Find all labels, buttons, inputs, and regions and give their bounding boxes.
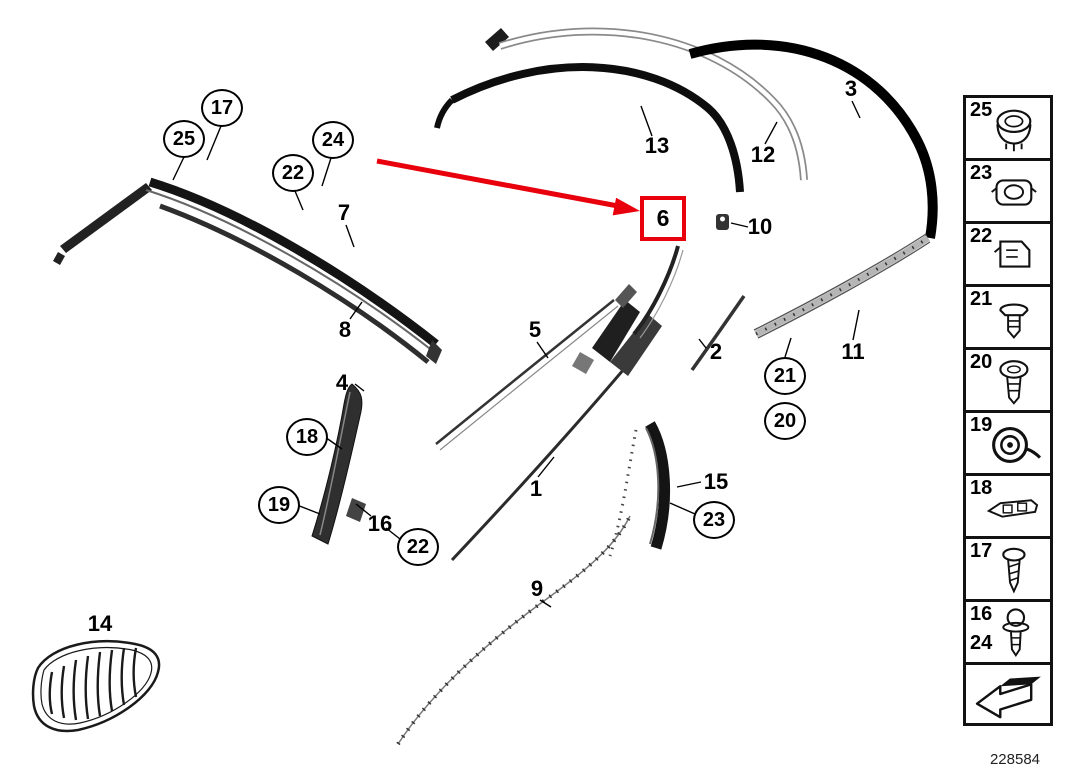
drawing-number: 228584	[989, 751, 1041, 768]
callout-4[interactable]: 4	[335, 370, 349, 395]
fastener-box-18[interactable]: 18	[963, 473, 1053, 539]
callout-3[interactable]: 3	[844, 76, 858, 101]
callout-18[interactable]: 18	[286, 418, 328, 456]
windshield-frame-trim	[53, 177, 442, 364]
pan-head-screw-icon	[1002, 608, 1030, 657]
callout-17[interactable]: 17	[201, 89, 243, 127]
mounting-direction-box[interactable]	[963, 662, 1053, 726]
fastener-box-17[interactable]: 17	[963, 536, 1053, 602]
sealing-grommet-icon	[996, 109, 1032, 152]
callout-11[interactable]: 11	[841, 339, 865, 364]
callout-14[interactable]: 14	[87, 611, 113, 636]
expansion-rivet-icon	[999, 303, 1029, 339]
callout-19[interactable]: 19	[258, 486, 300, 524]
roof-arc-trims	[434, 27, 938, 239]
fastener-box-19[interactable]: 19	[963, 410, 1053, 476]
mounting-direction-arrow-icon	[975, 676, 1041, 719]
fastener-box-20[interactable]: 20	[963, 347, 1053, 413]
seal-strip-6-and-2	[632, 245, 746, 372]
fastener-sidebar: 25 23 22	[963, 95, 1053, 726]
callout-12[interactable]: 12	[750, 142, 776, 167]
callout-8[interactable]: 8	[338, 317, 352, 342]
cage-nut-icon	[991, 179, 1037, 206]
cable-clip-icon	[993, 240, 1031, 268]
callout-10[interactable]: 10	[747, 214, 773, 239]
red-pointer-arrow	[376, 158, 640, 216]
callout-2[interactable]: 2	[709, 339, 723, 364]
callout-20[interactable]: 20	[764, 402, 806, 440]
kidney-grille	[31, 640, 161, 733]
callout-25[interactable]: 25	[163, 120, 205, 158]
callout-1[interactable]: 1	[529, 476, 543, 501]
callout-23[interactable]: 23	[693, 501, 735, 539]
callout-21[interactable]: 21	[764, 357, 806, 395]
clamp-bracket-icon	[986, 499, 1039, 518]
oval-head-screw-icon	[999, 360, 1029, 405]
callout-13[interactable]: 13	[644, 133, 670, 158]
curved-trim-15	[608, 421, 671, 557]
callout-9[interactable]: 9	[530, 576, 544, 601]
fastener-box-22[interactable]: 22	[963, 221, 1053, 287]
self-tapping-screw-icon	[1002, 547, 1026, 594]
fastener-box-21[interactable]: 21	[963, 284, 1053, 350]
callout-16[interactable]: 16	[367, 511, 393, 536]
leader-lines	[172, 100, 861, 608]
riveted-belt-strip	[753, 233, 931, 339]
highlighted-callout-6[interactable]: 6	[640, 196, 686, 241]
callout-24[interactable]: 24	[312, 121, 354, 159]
sealing-strip-roll-icon	[992, 427, 1042, 463]
fastener-box-25[interactable]: 25	[963, 95, 1053, 161]
window-channel-strips	[396, 299, 652, 746]
callout-7[interactable]: 7	[337, 200, 351, 225]
callout-22-a[interactable]: 22	[272, 154, 314, 192]
callout-5[interactable]: 5	[528, 317, 542, 342]
corner-joint-pieces	[572, 284, 662, 376]
b-pillar-trim	[311, 383, 366, 545]
callout-22-b[interactable]: 22	[397, 528, 439, 566]
fastener-box-16-24[interactable]: 16 24	[963, 599, 1053, 665]
callout-15[interactable]: 15	[703, 469, 729, 494]
clip-part-10	[716, 214, 729, 230]
fastener-box-23[interactable]: 23	[963, 158, 1053, 224]
